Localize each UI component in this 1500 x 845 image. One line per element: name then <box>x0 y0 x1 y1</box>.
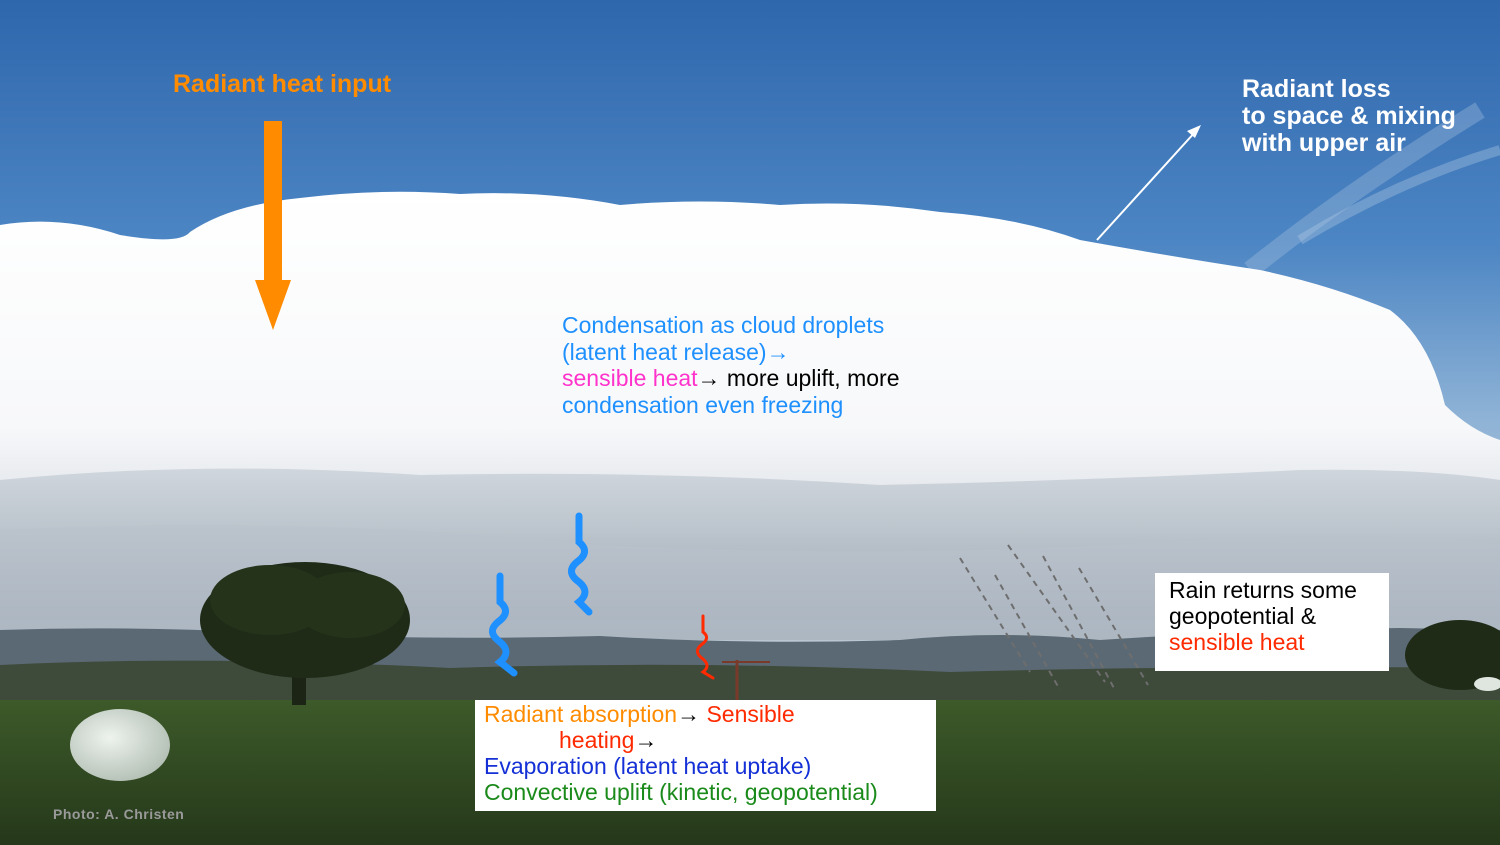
radiant-heat-input-label: Radiant heat input <box>173 70 392 98</box>
surface-line: heating→ <box>484 727 936 753</box>
surface-line: Radiant absorption→ Sensible <box>484 701 936 727</box>
radiant-absorption-text: Radiant absorption <box>484 701 678 727</box>
rain-returns-box: Rain returns some geopotential & sensibl… <box>1155 573 1389 671</box>
radiant-loss-label: Radiant loss to space & mixing with uppe… <box>1242 76 1456 157</box>
photo-credit: Photo: A. Christen <box>53 806 185 822</box>
surface-line: Evaporation (latent heat uptake) <box>484 753 812 779</box>
uplift-text: → more uplift, more <box>697 365 900 391</box>
wavy-arrow-icon <box>568 512 593 616</box>
condensation-label: Condensation as cloud droplets (latent h… <box>562 312 900 418</box>
wavy-arrow-icon <box>696 614 715 680</box>
condensation-line: Condensation as cloud droplets <box>562 312 885 338</box>
radiant-loss-line: Radiant loss <box>1242 75 1391 103</box>
rain-streaks-icon <box>959 544 1149 691</box>
arrow-text: → <box>677 701 707 727</box>
radiant-loss-line: to space & mixing <box>1242 102 1456 130</box>
surface-processes-box: Radiant absorption→ Sensible heating→ Ev… <box>475 700 936 811</box>
radiant-loss-line: with upper air <box>1242 129 1406 157</box>
down-arrow-icon <box>255 121 291 330</box>
sensible-text: Sensible <box>706 701 795 727</box>
arrow-text: → <box>634 727 658 753</box>
rain-line: sensible heat <box>1169 629 1305 655</box>
condensation-line: sensible heat→ more uplift, more <box>562 365 900 392</box>
sensible-heat-text: sensible heat <box>562 365 698 391</box>
surface-line: Convective uplift (kinetic, geopotential… <box>484 779 878 805</box>
diagonal-arrow-icon <box>1096 125 1201 241</box>
condensation-line: condensation even freezing <box>562 391 844 418</box>
condensation-line: (latent heat release)→ <box>562 338 790 365</box>
heating-text: heating <box>559 727 635 753</box>
wavy-arrow-icon <box>489 572 518 677</box>
rain-line: Rain returns some <box>1169 577 1357 603</box>
rain-line: geopotential & <box>1169 603 1317 629</box>
